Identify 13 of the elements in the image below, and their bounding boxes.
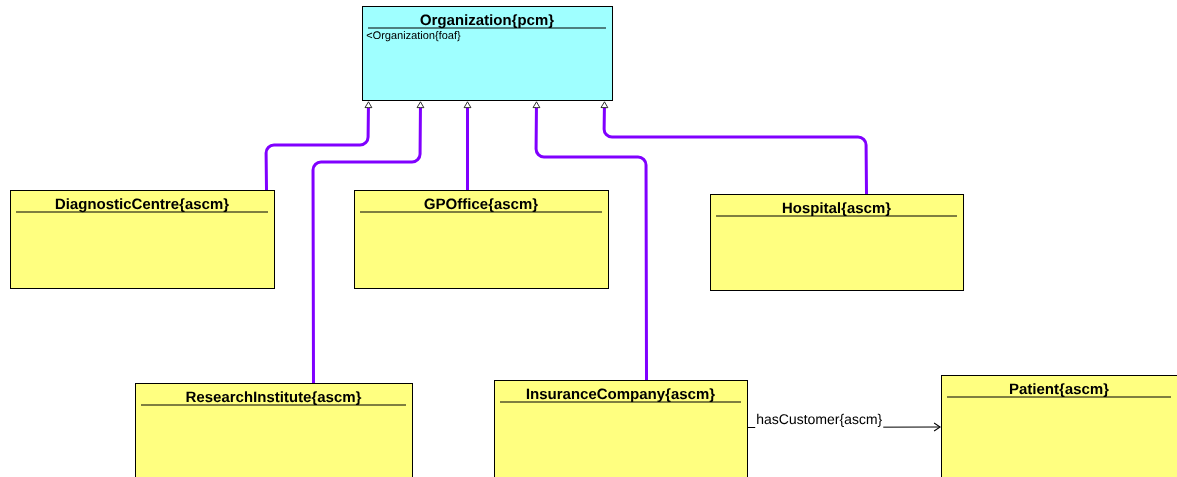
arrow: [311, 101, 425, 383]
class-box: GPOffice{ascm}: [354, 190, 609, 289]
class-box: InsuranceCompany{ascm}: [494, 380, 748, 477]
class-box: Organization{pcm} <Organization{foaf}: [362, 6, 613, 101]
arrow: [600, 101, 868, 195]
class-box: DiagnosticCentre{ascm}: [10, 190, 275, 289]
edge-label: hasCustomer{ascm}: [755, 412, 884, 428]
arrow: [264, 101, 373, 191]
arrow: [463, 101, 472, 190]
class-box: ResearchInstitute{ascm}: [135, 383, 413, 477]
class-box: Patient{ascm}: [941, 375, 1177, 477]
arrow: [532, 101, 648, 380]
class-box: Hospital{ascm}: [710, 194, 964, 291]
